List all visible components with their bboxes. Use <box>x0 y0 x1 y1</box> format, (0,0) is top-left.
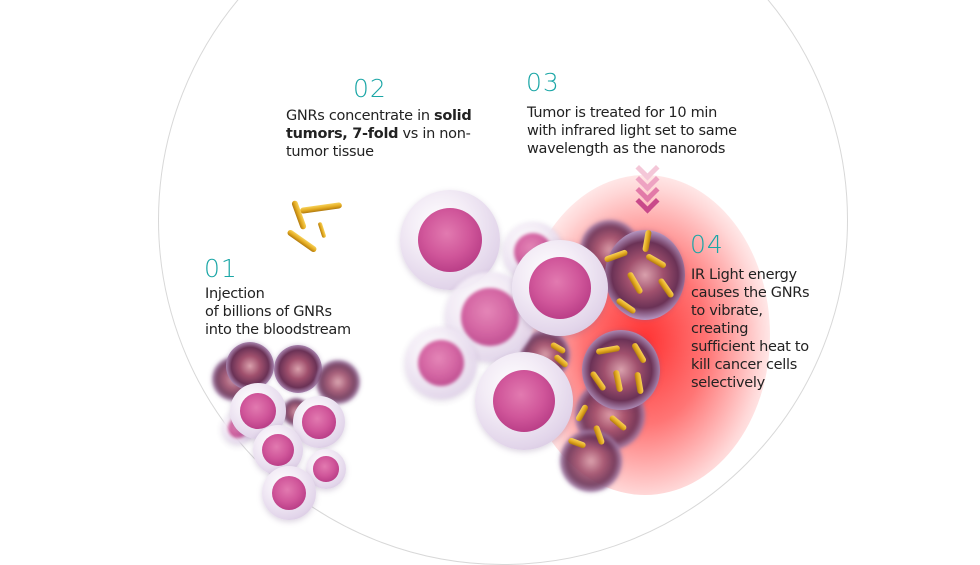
step-02-text-bold: solid <box>434 108 472 124</box>
step-02-text-normal: vs in non- <box>398 126 471 142</box>
step-03-number: 03 <box>526 68 560 97</box>
healthy-cell-icon <box>253 425 303 475</box>
step-04-line: to vibrate, <box>691 303 763 319</box>
step-04-number: 04 <box>690 230 724 259</box>
nucleus <box>262 434 294 466</box>
healthy-cell-icon <box>400 190 500 290</box>
nucleus <box>313 456 339 482</box>
healthy-cell-icon <box>293 396 345 448</box>
step-04-line: selectively <box>691 375 765 391</box>
step-02-text: GNRs concentrate in solid tumors, 7-fold… <box>286 107 472 161</box>
step-02-line: tumor tissue <box>286 144 374 160</box>
step-04-line: kill cancer cells <box>691 357 798 373</box>
step-02-text-bold: tumors, 7-fold <box>286 126 399 142</box>
step-02-line: tumors, 7-fold vs in non- <box>286 125 471 143</box>
healthy-cell-icon <box>262 466 316 520</box>
step-04-line: causes the GNRs <box>691 285 810 301</box>
nucleus <box>302 405 336 439</box>
step-03-text: Tumor is treated for 10 min with infrare… <box>527 104 737 158</box>
step-03-line: wavelength as the nanorods <box>527 141 726 157</box>
healthy-cell-icon <box>405 327 477 399</box>
step-01-line: into the bloodstream <box>205 322 351 338</box>
nucleus <box>271 475 307 511</box>
step-01-line: Injection <box>205 286 265 302</box>
step-02-number: 02 <box>353 74 387 103</box>
nucleus <box>240 393 276 429</box>
step-04-text: IR Light energy causes the GNRs to vibra… <box>691 266 810 392</box>
nucleus <box>492 369 556 433</box>
healthy-cell-icon <box>306 449 346 489</box>
cancer-cell-icon <box>226 342 274 390</box>
healthy-cell-icon <box>475 352 573 450</box>
step-03-line: Tumor is treated for 10 min <box>527 105 718 121</box>
nucleus <box>461 288 519 346</box>
chevron-down-stack-icon <box>634 156 660 214</box>
step-04-line: IR Light energy <box>691 267 797 283</box>
gnr-therapy-diagram: 01 Injection of billions of GNRs into th… <box>158 0 848 565</box>
step-01-number: 01 <box>204 254 238 283</box>
cancer-cell-icon <box>582 330 660 410</box>
cancer-cell-icon <box>274 345 322 393</box>
nucleus <box>417 339 465 387</box>
healthy-cell-icon <box>512 240 608 336</box>
step-03-line: with infrared light set to same <box>527 123 737 139</box>
step-01-line: of billions of GNRs <box>205 304 332 320</box>
step-04-line: creating <box>691 321 749 337</box>
nucleus <box>418 208 482 272</box>
step-02-line: GNRs concentrate in solid <box>286 107 472 125</box>
step-04-line: sufficient heat to <box>691 339 809 355</box>
step-02-text-normal: GNRs concentrate in <box>286 108 435 124</box>
step-01-text: Injection of billions of GNRs into the b… <box>205 285 351 339</box>
nucleus <box>529 257 591 319</box>
